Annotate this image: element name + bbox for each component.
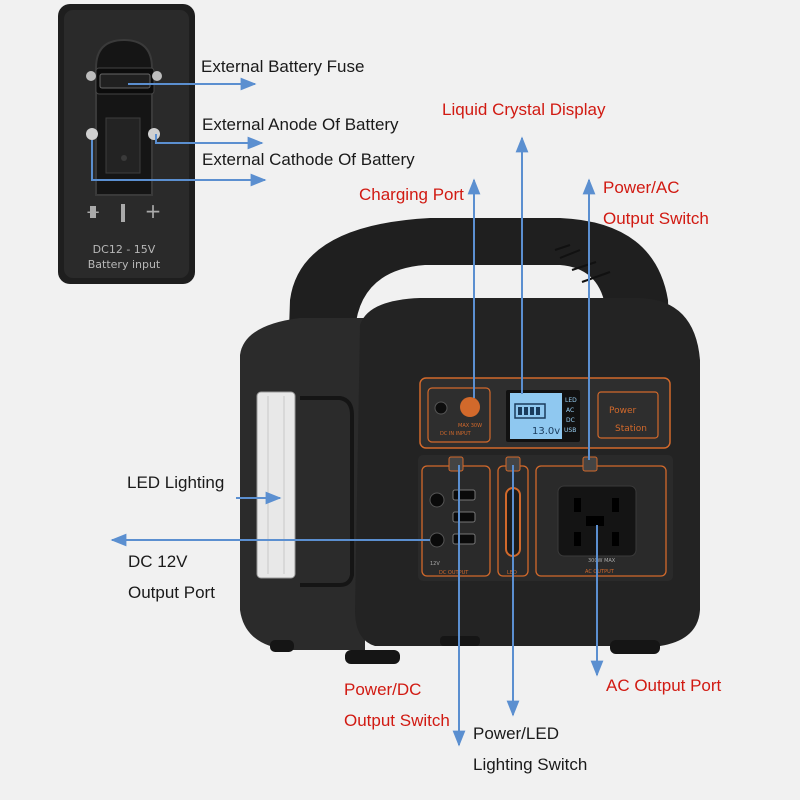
- label-power-ac-line1: Power/AC: [603, 178, 680, 197]
- svg-text:LED: LED: [507, 570, 517, 576]
- label-dc-12v-line1: DC 12V: [128, 552, 188, 571]
- usb-port-3: [452, 533, 476, 545]
- dc-port-1: [429, 492, 445, 508]
- label-power-ac-line2: Output Switch: [603, 209, 709, 228]
- arrow-anode: [155, 134, 264, 150]
- arrow-cathode: [91, 140, 267, 187]
- svg-text:DC OUTPUT: DC OUTPUT: [439, 570, 469, 576]
- label-led-lighting: LED Lighting: [127, 473, 225, 492]
- svg-text:LED: LED: [565, 397, 577, 404]
- label-dc-12v-line2: Output Port: [128, 583, 215, 602]
- lcd-screen: [510, 393, 562, 439]
- label-power-dc-line2: Output Switch: [344, 711, 450, 730]
- label-external-cathode: External Cathode Of Battery: [202, 150, 415, 169]
- usb-port-2: [452, 511, 476, 523]
- svg-text:MAX 30W: MAX 30W: [458, 423, 482, 429]
- lcd-voltage: 13.0v: [532, 426, 560, 437]
- brand-station: Station: [615, 424, 647, 434]
- svg-text:300W MAX: 300W MAX: [588, 558, 616, 564]
- dc-in-logo: [460, 397, 480, 417]
- label-external-battery-fuse: External Battery Fuse: [201, 57, 365, 76]
- ac-output-section: [535, 465, 667, 577]
- svg-text:AC: AC: [566, 407, 574, 414]
- label-ac-output-port: AC Output Port: [606, 676, 722, 695]
- dc-port-2: [429, 532, 445, 548]
- svg-text:12V: 12V: [430, 561, 440, 567]
- label-power-dc-line1: Power/DC: [344, 680, 422, 699]
- callout-arrows: [91, 77, 604, 747]
- label-power-led-line1: Power/LED: [473, 724, 559, 743]
- polarity-positive: +: [145, 199, 162, 223]
- label-charging-port: Charging Port: [359, 185, 464, 204]
- cathode-terminal: [148, 128, 160, 140]
- led-light-panel: [256, 391, 296, 579]
- usb-port-1: [452, 489, 476, 501]
- label-liquid-crystal-display: Liquid Crystal Display: [442, 100, 606, 119]
- svg-text:DC IN INPUT: DC IN INPUT: [440, 431, 472, 437]
- inset-input-label: Battery input: [88, 258, 161, 271]
- polarity-negative: −: [85, 202, 100, 223]
- power-station-device: MAX 30W DC IN INPUT 13.0v LED AC DC USB …: [240, 218, 700, 664]
- dc-power-switch: [448, 456, 464, 472]
- label-power-led-line2: Lighting Switch: [473, 755, 588, 774]
- svg-text:DC: DC: [566, 417, 575, 424]
- anode-terminal: [86, 128, 98, 140]
- label-external-anode: External Anode Of Battery: [202, 115, 399, 134]
- brand-power: Power: [609, 406, 637, 416]
- inset-voltage-label: DC12 - 15V: [93, 243, 156, 256]
- svg-text:AC OUTPUT: AC OUTPUT: [585, 569, 615, 575]
- svg-text:USB: USB: [564, 427, 576, 434]
- charging-port-jack: [434, 401, 448, 415]
